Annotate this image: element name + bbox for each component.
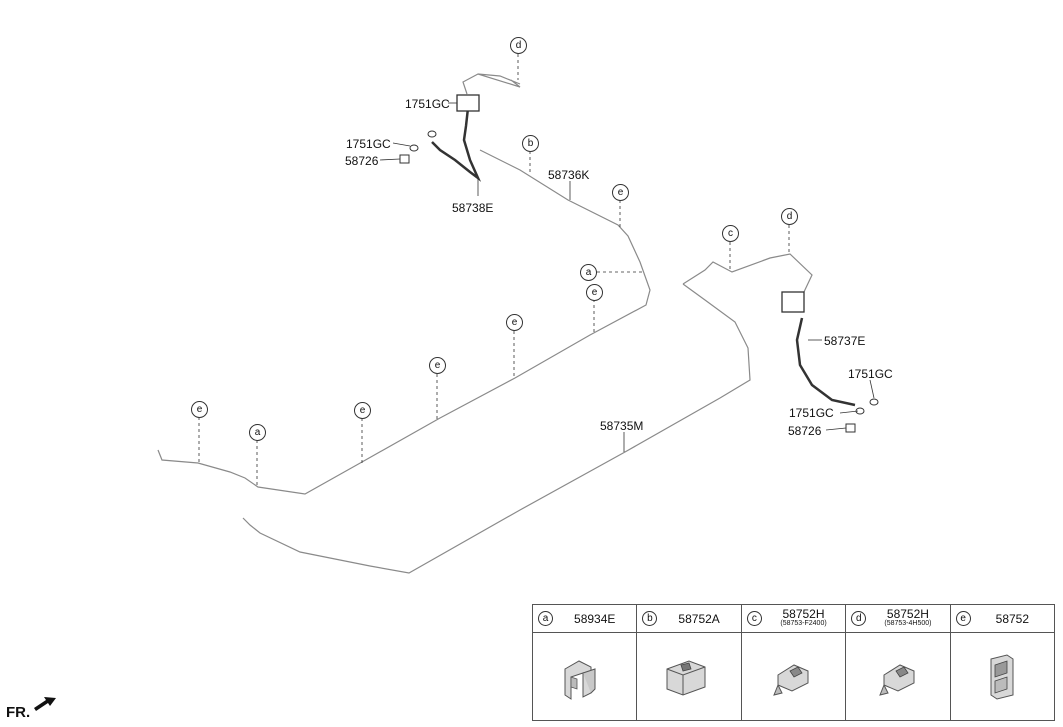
callout-leaders — [198, 54, 790, 488]
legend-cell-d: d 58752H (58753-4H500) — [846, 605, 951, 720]
hose-bracket-right — [781, 291, 805, 313]
brake-line-58735M — [242, 283, 751, 574]
legend-part-c: 58752H — [782, 607, 825, 621]
clip-1751GC-lower-left — [409, 144, 419, 152]
clip-1751GC-upper-left — [427, 130, 437, 138]
callout-e-2: e — [586, 284, 603, 301]
hose-58738E — [431, 107, 482, 182]
label-58737E: 58737E — [824, 334, 866, 348]
label-58736K: 58736K — [548, 168, 590, 182]
legend-cell-c: c 58752H (58753-F2400) — [741, 605, 847, 720]
callout-b: b — [522, 135, 539, 152]
clip-58752H-d-image — [846, 633, 949, 720]
legend-mark-e: e — [955, 611, 971, 626]
hose-bracket-left — [456, 94, 480, 112]
label-58726-right: 58726 — [788, 424, 822, 438]
legend-mark-b: b — [642, 611, 658, 626]
legend-part-d: 58752H — [886, 607, 929, 621]
brake-line-58736K — [157, 73, 651, 495]
clip-legend-table: a 58934E b 58752A — [532, 604, 1055, 721]
label-58738E: 58738E — [452, 201, 494, 215]
leader-lines — [379, 102, 875, 452]
callout-e-3: e — [506, 314, 523, 331]
label-58726-left: 58726 — [345, 154, 379, 168]
bolt-58726-left — [399, 154, 410, 164]
callout-e-1: e — [612, 184, 629, 201]
legend-sub-c: (58753-F2400) — [780, 620, 827, 627]
label-58735M: 58735M — [600, 419, 644, 433]
legend-sub-d: (58753-4H500) — [884, 620, 932, 627]
callout-c: c — [722, 225, 739, 242]
clip-1751GC-upper-right — [869, 398, 879, 406]
legend-cell-a: a 58934E — [533, 605, 638, 720]
clip-58934E-image — [533, 633, 636, 720]
label-1751GC-lower-left: 1751GC — [346, 137, 391, 151]
legend-part-a: 58934E — [574, 612, 616, 626]
legend-part-e: 58752 — [995, 612, 1030, 626]
legend-mark-d: d — [851, 611, 867, 626]
bolt-58726-right — [845, 423, 856, 433]
legend-mark-c: c — [746, 611, 762, 626]
label-1751GC-lower-right: 1751GC — [789, 406, 834, 420]
callout-a-left: a — [249, 424, 266, 441]
front-direction-label: FR. — [6, 704, 31, 721]
callout-a-right: a — [580, 264, 597, 281]
legend-part-b: 58752A — [678, 612, 720, 626]
clip-58752A-image — [637, 633, 740, 720]
callout-e-4: e — [429, 357, 446, 374]
clip-58752-image — [951, 633, 1054, 720]
callout-e-6: e — [191, 401, 208, 418]
legend-cell-b: b 58752A — [637, 605, 742, 720]
legend-cell-e: e 58752 — [950, 605, 1055, 720]
callout-d-right: d — [781, 208, 798, 225]
label-1751GC-upper-right: 1751GC — [848, 367, 893, 381]
front-arrow-icon — [34, 697, 56, 711]
hose-58737E — [795, 317, 856, 407]
brake-line-58735M-top — [682, 253, 813, 295]
legend-mark-a: a — [538, 611, 553, 626]
clip-58752H-c-image — [742, 633, 845, 720]
label-1751GC-upper-left: 1751GC — [405, 97, 450, 111]
callout-e-5: e — [354, 402, 371, 419]
callout-d-upper: d — [510, 37, 527, 54]
